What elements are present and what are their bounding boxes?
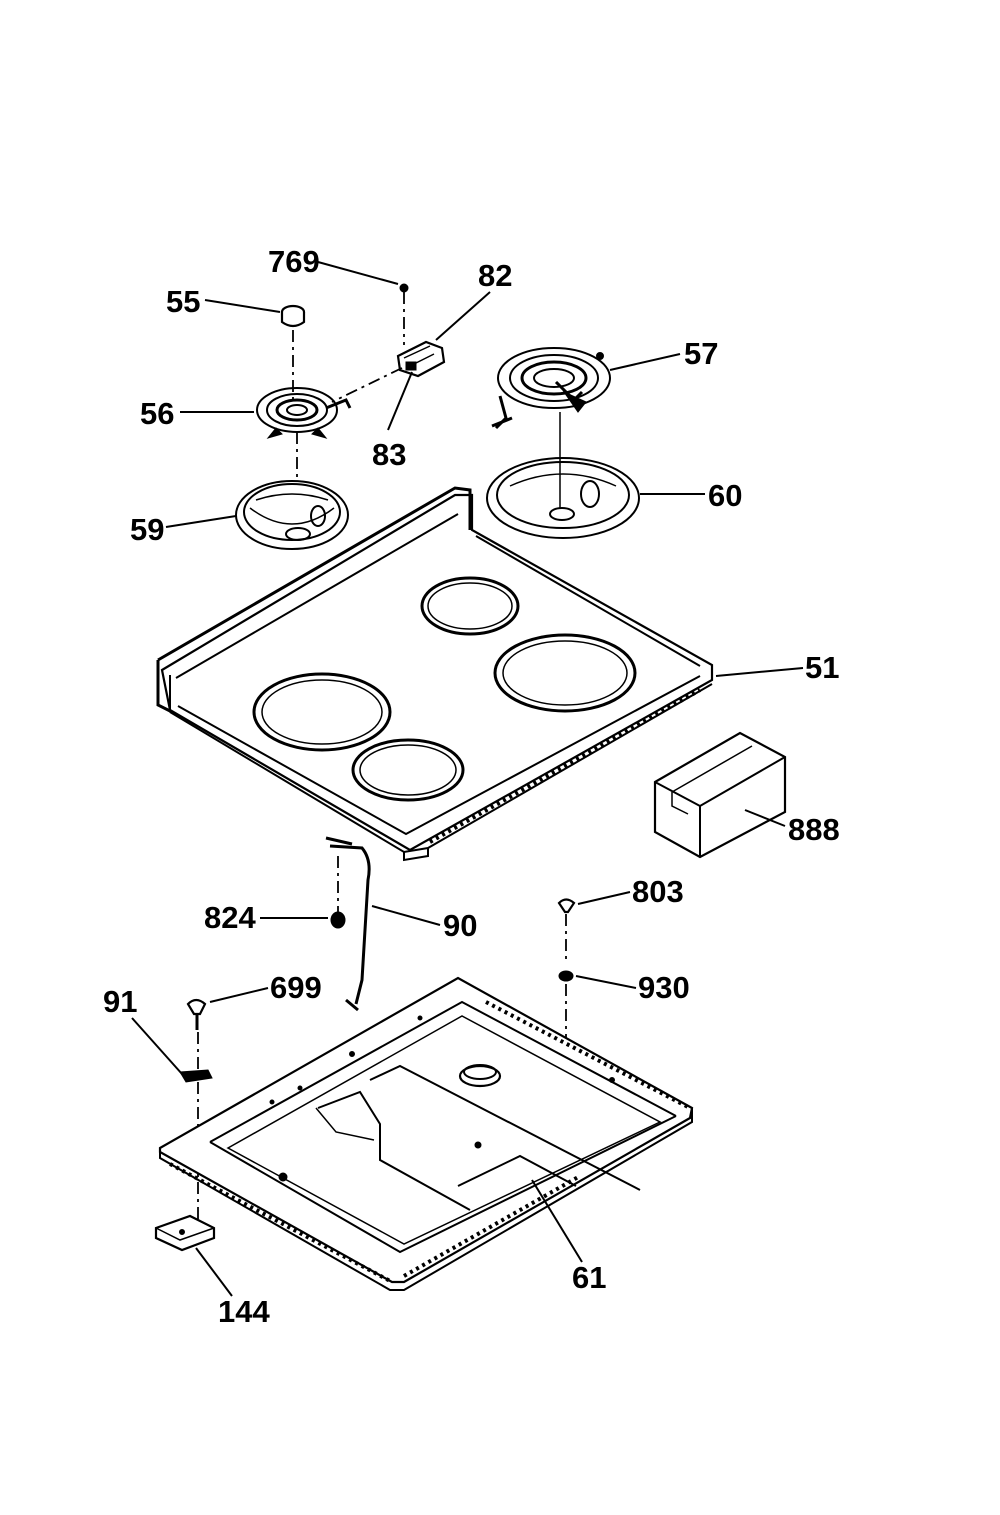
- callout-59: 59: [130, 512, 164, 547]
- part-60-large-drip-pan: [486, 457, 640, 539]
- callout-60: 60: [708, 478, 742, 513]
- callout-699: 699: [270, 970, 322, 1005]
- callout-888: 888: [788, 812, 840, 847]
- callout-labels: 769 82 55 57 56 83 60 59 51 888 803 824 …: [103, 244, 840, 1329]
- callout-55: 55: [166, 284, 200, 319]
- part-90-wire: [325, 836, 371, 1012]
- part-824-screw: [330, 856, 346, 929]
- callout-930: 930: [638, 970, 690, 1005]
- part-91-clip: [179, 1069, 213, 1083]
- callout-91: 91: [103, 984, 137, 1019]
- part-57-large-element: [491, 347, 611, 508]
- part-803-screw: [557, 898, 576, 960]
- part-59-small-drip-pan: [235, 480, 349, 550]
- callout-803: 803: [632, 874, 684, 909]
- part-51-cooktop: [156, 486, 714, 862]
- callout-82: 82: [478, 258, 512, 293]
- part-144-bracket: [154, 1214, 216, 1252]
- callout-824: 824: [204, 900, 256, 935]
- callout-57: 57: [684, 336, 718, 371]
- part-930-washer: [558, 970, 574, 1040]
- part-699-screw: [186, 998, 207, 1240]
- callout-51: 51: [805, 650, 839, 685]
- part-61-bottom-pan: [158, 976, 694, 1291]
- part-56-small-element: [256, 387, 352, 482]
- part-888-box: [653, 731, 787, 859]
- callout-83: 83: [372, 437, 406, 472]
- callout-56: 56: [140, 396, 174, 431]
- callout-61: 61: [572, 1260, 606, 1295]
- callout-90: 90: [443, 908, 477, 943]
- part-55-cap: [280, 304, 306, 400]
- callout-769: 769: [268, 244, 320, 279]
- leader-lines: [131, 261, 804, 1297]
- part-769-screw: [399, 283, 409, 345]
- part-82-terminal-block: [331, 340, 446, 403]
- callout-144: 144: [218, 1294, 270, 1329]
